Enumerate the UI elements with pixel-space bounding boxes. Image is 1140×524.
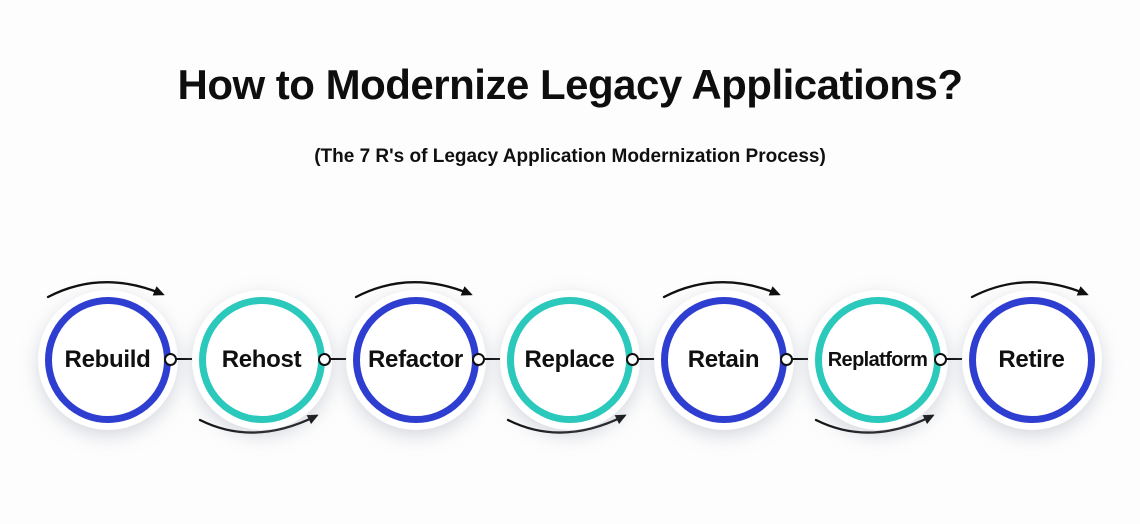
curved-arrow-icon [662,281,781,299]
step-ring-rebuild: Rebuild [44,297,171,423]
step-label-refactor: Refactor [368,346,463,373]
connector-dot [164,352,177,366]
step-label-rehost: Rehost [221,346,302,373]
connector-dot [472,352,485,366]
connector-line [632,358,661,360]
page-title: How to Modernize Legacy Applications? [177,61,963,108]
curved-arrow-icon [354,281,473,299]
curved-arrow-icon [506,414,627,434]
connector-line [478,358,507,360]
step-label-replace: Replace [524,346,615,373]
connector-dot [780,352,793,366]
curved-arrow-icon [198,414,319,434]
step-label-rebuild: Rebuild [64,346,151,373]
step-ring-retain: Retain [660,297,787,423]
curved-arrow-icon [46,281,165,299]
step-label-retire: Retire [998,346,1065,373]
step-ring-replace: Replace [506,297,633,423]
page-subtitle: (The 7 R's of Legacy Application Moderni… [314,146,826,167]
connector-dot [626,352,639,366]
step-label-retain: Retain [687,346,760,373]
step-ring-rehost: Rehost [198,297,325,423]
step-ring-retire: Retire [968,297,1095,423]
connector-line [940,358,969,360]
connector-line [170,358,199,360]
step-ring-replatform: Replatform [814,297,941,423]
step-label-replatform: Replatform [827,348,928,371]
connector-line [786,358,815,360]
curved-arrow-icon [814,414,935,434]
connector-line [324,358,353,360]
step-ring-refactor: Refactor [352,297,479,423]
curved-arrow-icon [970,281,1089,299]
connector-dot [318,352,331,366]
connector-dot [934,352,947,366]
